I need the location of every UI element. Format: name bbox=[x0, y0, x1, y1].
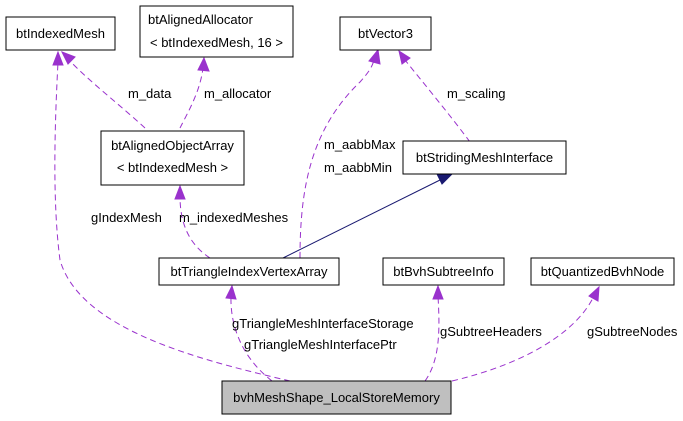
edge-g-subtree-headers: gSubtreeHeaders bbox=[424, 284, 542, 382]
node-btbvhsubtreeinfo[interactable]: btBvhSubtreeInfo bbox=[382, 257, 505, 286]
edge-label-m-aabbmin: m_aabbMin bbox=[324, 160, 392, 175]
node-label: btIndexedMesh bbox=[16, 26, 105, 41]
edge-label-m-data: m_data bbox=[128, 86, 172, 101]
edge-g-triangle-mesh-interface: gTriangleMeshInterfaceStorage gTriangleM… bbox=[225, 284, 414, 382]
node-label: btVector3 bbox=[358, 26, 413, 41]
edge-label-g-subtree-nodes: gSubtreeNodes bbox=[587, 324, 678, 339]
edge-m-allocator: m_allocator bbox=[179, 56, 272, 129]
node-label: btStridingMeshInterface bbox=[416, 150, 553, 165]
edge-label-g-triangle-mesh-interface-ptr: gTriangleMeshInterfacePtr bbox=[244, 337, 397, 352]
edge-g-index-mesh: gIndexMesh bbox=[52, 50, 291, 382]
edge-label-m-scaling: m_scaling bbox=[447, 86, 506, 101]
edge-m-data: m_data bbox=[60, 51, 172, 129]
node-label: btQuantizedBvhNode bbox=[541, 264, 665, 279]
edge-label-g-index-mesh: gIndexMesh bbox=[91, 210, 162, 225]
node-bttriangleindexvertexarray[interactable]: btTriangleIndexVertexArray bbox=[158, 257, 340, 286]
node-btalignedallocator[interactable]: btAlignedAllocator < btIndexedMesh, 16 > bbox=[139, 5, 294, 58]
edge-m-aabb: m_aabbMax m_aabbMin bbox=[299, 48, 396, 259]
edge-label-g-subtree-headers: gSubtreeHeaders bbox=[440, 324, 542, 339]
edge-m-scaling: m_scaling bbox=[398, 49, 506, 143]
node-label: btAlignedAllocator bbox=[148, 12, 253, 27]
edge-g-subtree-nodes: gSubtreeNodes bbox=[451, 285, 678, 382]
node-bvhmeshshape-localstorememory[interactable]: bvhMeshShape_LocalStoreMemory bbox=[221, 380, 452, 415]
node-label-template: < btIndexedMesh, 16 > bbox=[150, 35, 283, 50]
node-label: btBvhSubtreeInfo bbox=[393, 264, 493, 279]
edge-label-m-aabbmax: m_aabbMax bbox=[324, 137, 396, 152]
node-btquantizedbvhnode[interactable]: btQuantizedBvhNode bbox=[530, 257, 675, 286]
node-btindexedmesh[interactable]: btIndexedMesh bbox=[5, 16, 116, 51]
node-btalignedobjectarray[interactable]: btAlignedObjectArray < btIndexedMesh > bbox=[100, 130, 245, 186]
edge-m-indexed-meshes: m_indexedMeshes bbox=[174, 184, 289, 259]
edge-label-g-triangle-mesh-interface-storage: gTriangleMeshInterfaceStorage bbox=[232, 316, 414, 331]
edge-label-m-allocator: m_allocator bbox=[204, 86, 272, 101]
edge-label-m-indexed-meshes: m_indexedMeshes bbox=[179, 210, 289, 225]
edge-inheritance bbox=[282, 173, 454, 259]
node-label: btAlignedObjectArray bbox=[111, 138, 234, 153]
node-label: bvhMeshShape_LocalStoreMemory bbox=[233, 390, 440, 405]
node-label-template: < btIndexedMesh > bbox=[117, 160, 228, 175]
node-btvector3[interactable]: btVector3 bbox=[339, 16, 432, 51]
node-label: btTriangleIndexVertexArray bbox=[170, 264, 328, 279]
node-btstridingmeshinterface[interactable]: btStridingMeshInterface bbox=[402, 140, 567, 175]
